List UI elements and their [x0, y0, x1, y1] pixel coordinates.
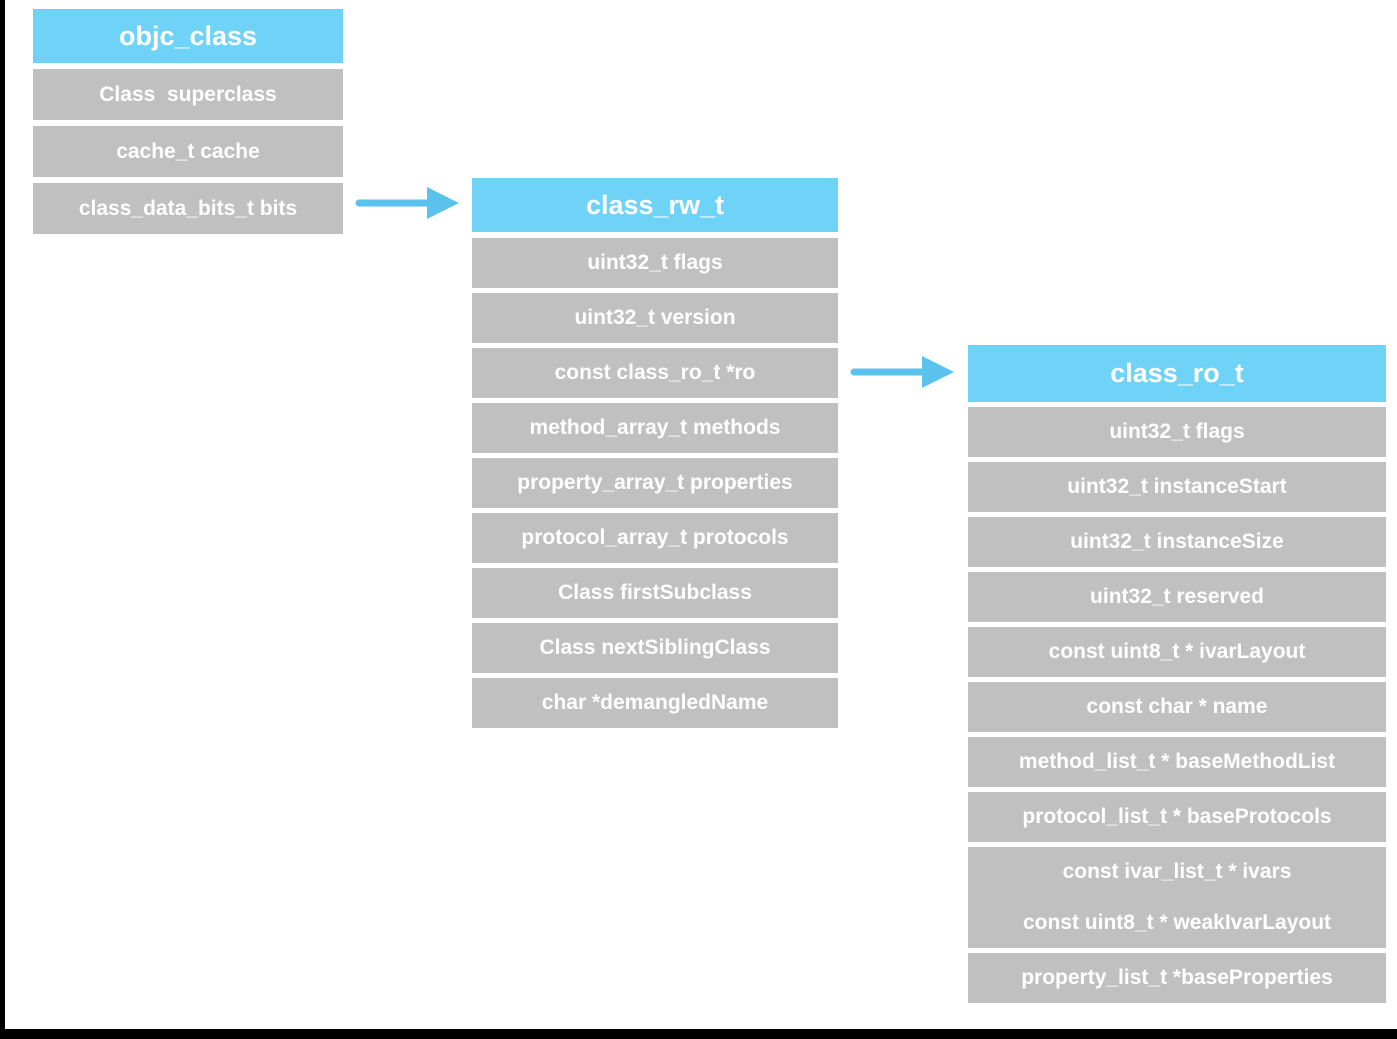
table-row: protocol_array_t protocols	[472, 513, 838, 563]
table-row: method_list_t * baseMethodList	[968, 737, 1386, 787]
arrow-bits-to-class-rw	[355, 187, 459, 219]
arrow-ro-to-class-ro	[850, 356, 954, 388]
table-row: uint32_t flags	[968, 407, 1386, 457]
table-row: class_data_bits_t bits	[33, 183, 343, 234]
table-row: uint32_t instanceStart	[968, 462, 1386, 512]
table-row: Class firstSubclass	[472, 568, 838, 618]
window-edge-bottom	[0, 1029, 1397, 1039]
table-header-class-rw-t: class_rw_t	[472, 178, 838, 232]
table-header-objc-class: objc_class	[33, 9, 343, 63]
table-row: Class nextSiblingClass	[472, 623, 838, 673]
table-row: property_list_t *baseProperties	[968, 953, 1386, 1003]
table-row: protocol_list_t * baseProtocols	[968, 792, 1386, 842]
table-row: const uint8_t * ivarLayout	[968, 627, 1386, 677]
table-header-class-ro-t: class_ro_t	[968, 345, 1386, 402]
table-row: char *demangledName	[472, 678, 838, 728]
table-row: const char * name	[968, 682, 1386, 732]
table-row: const class_ro_t *ro	[472, 348, 838, 398]
struct-table-class-ro-t: class_ro_t uint32_t flags uint32_t insta…	[968, 345, 1386, 1008]
table-row-line: const uint8_t * weakIvarLayout	[1022, 910, 1332, 934]
table-row: method_array_t methods	[472, 403, 838, 453]
struct-table-objc-class: objc_class Class superclass cache_t cach…	[33, 9, 343, 240]
table-row: Class superclass	[33, 69, 343, 120]
table-row: uint32_t version	[472, 293, 838, 343]
window-edge-left	[0, 0, 5, 1039]
table-row: cache_t cache	[33, 126, 343, 177]
table-row: uint32_t flags	[472, 238, 838, 288]
table-row: property_array_t properties	[472, 458, 838, 508]
struct-table-class-rw-t: class_rw_t uint32_t flags uint32_t versi…	[472, 178, 838, 733]
table-row-line: const ivar_list_t * ivars	[1062, 860, 1292, 884]
table-row-merged: const ivar_list_t * ivars const uint8_t …	[968, 847, 1386, 948]
table-row: uint32_t reserved	[968, 572, 1386, 622]
table-row: uint32_t instanceSize	[968, 517, 1386, 567]
